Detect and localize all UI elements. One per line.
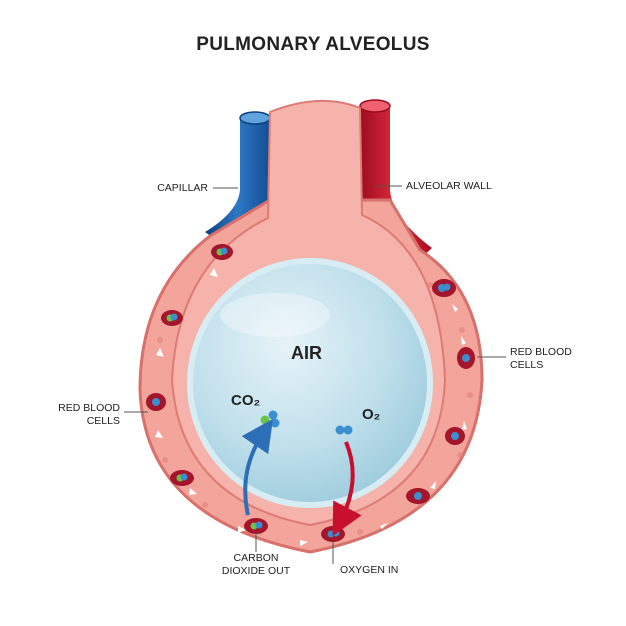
red-blood-cell [432, 279, 456, 297]
air-label: AIR [291, 343, 322, 363]
co2-label: CO₂ [231, 392, 261, 409]
capillary-artery-opening [359, 99, 391, 113]
red-blood-cell [161, 310, 183, 326]
red-blood-cell [406, 488, 430, 504]
label-red-blood-cells-left: RED BLOOD CELLS [58, 402, 120, 427]
red-blood-cell [244, 518, 268, 534]
red-blood-cell [146, 393, 166, 411]
label-carbon-dioxide-out: CARBON DIOXIDE OUT [221, 552, 291, 577]
label-oxygen-in: OXYGEN IN [340, 564, 399, 576]
air-highlight [220, 293, 330, 337]
air-sac [187, 258, 433, 508]
red-blood-cell [457, 347, 475, 369]
label-alveolar-wall: ALVEOLAR WALL [406, 180, 492, 192]
co2-out-arrow [241, 418, 274, 516]
leader-lines [124, 185, 506, 564]
red-blood-cell [445, 427, 465, 445]
label-capillary: CAPILLAR [157, 182, 208, 194]
o2-label: O₂ [362, 406, 381, 423]
red-blood-cell [170, 470, 194, 486]
capillary-vein-opening [239, 111, 271, 125]
blood-flow-arrows [155, 268, 467, 546]
diagram-title: PULMONARY ALVEOLUS [196, 34, 430, 55]
oxygen-in-arrow [332, 441, 362, 537]
red-blood-cell [211, 244, 233, 260]
red-blood-cell [321, 526, 345, 542]
o2-molecule [335, 425, 353, 435]
label-red-blood-cells-right: RED BLOOD CELLS [510, 346, 572, 371]
